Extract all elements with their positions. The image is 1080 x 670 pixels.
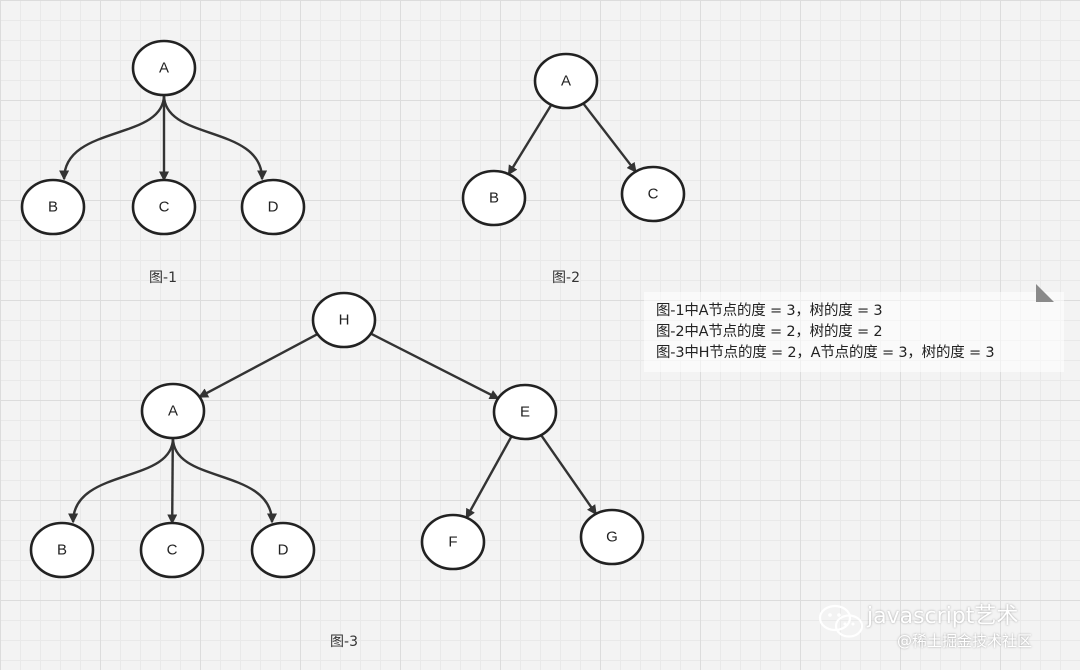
node-label: B xyxy=(489,190,499,207)
edge-fig3-e-f xyxy=(465,435,513,519)
node-label: C xyxy=(167,542,178,559)
node-label: A xyxy=(561,73,571,90)
node-shape xyxy=(240,178,306,236)
node-label: E xyxy=(520,404,530,421)
corner-triangle-icon xyxy=(1036,284,1054,302)
node-fig3-g: G xyxy=(579,508,645,566)
edge-fig1-a-b xyxy=(59,94,166,181)
edge-fig3-h-a xyxy=(198,333,319,398)
node-label: F xyxy=(448,534,457,551)
node-fig1-a: A xyxy=(131,39,197,97)
degree-notes-panel xyxy=(644,292,1064,372)
node-fig3-c: C xyxy=(139,521,205,579)
wechat-icon xyxy=(818,604,864,638)
node-label: H xyxy=(339,312,350,329)
figure-caption-1: 图-1 xyxy=(149,270,177,286)
edge-fig3-a-b xyxy=(68,437,175,524)
node-shape xyxy=(250,521,316,579)
node-label: D xyxy=(278,542,289,559)
node-shape xyxy=(492,383,558,441)
node-fig2-a: A xyxy=(533,52,599,110)
node-shape xyxy=(579,508,645,566)
node-fig3-a: A xyxy=(140,382,206,440)
node-shape xyxy=(29,521,95,579)
edge-fig3-h-e xyxy=(370,332,500,400)
node-fig2-c: C xyxy=(620,165,686,223)
node-fig3-f: F xyxy=(420,513,486,571)
watermark: javascript艺术 @稀土掘金技术社区 xyxy=(815,596,1075,656)
node-shape xyxy=(533,52,599,110)
node-shape xyxy=(420,513,486,571)
watermark-subtitle: @稀土掘金技术社区 xyxy=(897,632,1033,650)
node-shape xyxy=(20,178,86,236)
node-label: C xyxy=(648,186,659,203)
note-line-1: 图-1中A节点的度 = 3，树的度 = 3 xyxy=(656,303,883,319)
node-fig1-c: C xyxy=(131,178,197,236)
node-fig2-b: B xyxy=(461,169,527,227)
node-fig3-b: B xyxy=(29,521,95,579)
note-line-3: 图-3中H节点的度 = 2，A节点的度 = 3，树的度 = 3 xyxy=(656,345,995,361)
node-shape xyxy=(620,165,686,223)
node-shape xyxy=(461,169,527,227)
edge-fig3-e-g xyxy=(540,434,597,516)
edge-fig2-a-b xyxy=(507,104,553,176)
node-fig3-h: H xyxy=(311,291,377,349)
edge-fig2-a-c xyxy=(582,102,637,173)
watermark-title: javascript艺术 xyxy=(867,604,1019,629)
edge-fig3-a-d xyxy=(171,437,277,524)
note-line-2: 图-2中A节点的度 = 2，树的度 = 2 xyxy=(656,324,883,340)
figure-caption-2: 图-2 xyxy=(552,270,580,286)
node-shape xyxy=(131,178,197,236)
edge-fig3-a-c xyxy=(167,437,178,525)
figure-caption-3: 图-3 xyxy=(330,634,358,650)
node-label: C xyxy=(159,199,170,216)
node-shape xyxy=(140,382,206,440)
node-label: A xyxy=(159,60,169,77)
node-fig3-e: E xyxy=(492,383,558,441)
node-label: A xyxy=(168,403,178,420)
node-fig3-d: D xyxy=(250,521,316,579)
node-shape xyxy=(311,291,377,349)
node-label: D xyxy=(268,199,279,216)
node-label: G xyxy=(606,529,618,546)
node-shape xyxy=(131,39,197,97)
node-label: B xyxy=(57,542,67,559)
node-shape xyxy=(139,521,205,579)
edge-fig1-a-d xyxy=(162,94,268,181)
node-fig1-d: D xyxy=(240,178,306,236)
node-fig1-b: B xyxy=(20,178,86,236)
node-label: B xyxy=(48,199,58,216)
